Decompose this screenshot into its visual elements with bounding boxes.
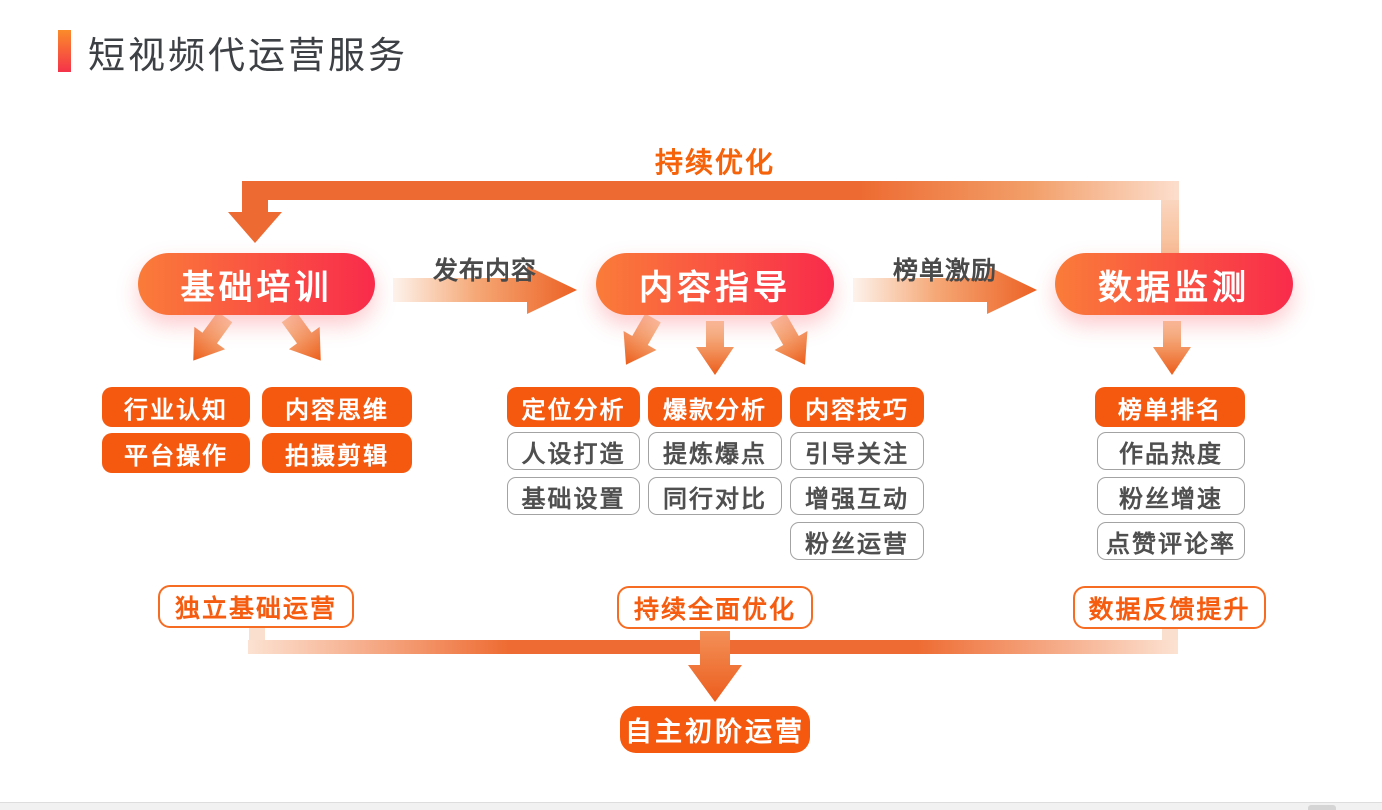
- horizontal-scrollbar-thumb[interactable]: [1308, 805, 1336, 810]
- content-col-head: 定位分析: [507, 387, 640, 427]
- training-item: 拍摄剪辑: [262, 433, 412, 473]
- monitor-item: 点赞评论率: [1097, 522, 1245, 560]
- content-item: 引导关注: [790, 432, 924, 470]
- branch-arrow-icon: [273, 305, 337, 372]
- feedback-loop-arrow: [228, 181, 1179, 253]
- content-item: 增强互动: [790, 477, 924, 515]
- monitor-item: 粉丝增速: [1097, 477, 1245, 515]
- branch-arrow-icon: [609, 308, 670, 375]
- stage-data-feedback: 数据反馈提升: [1073, 586, 1266, 629]
- content-col-head: 内容技巧: [790, 387, 924, 427]
- edge-label-ranking-incentive: 榜单激励: [892, 257, 997, 285]
- content-col-head: 爆款分析: [648, 387, 782, 427]
- final-node-self-operation: 自主初阶运营: [620, 706, 810, 753]
- training-item: 内容思维: [262, 387, 412, 427]
- loop-label: 持续优化: [654, 147, 775, 178]
- monitor-item: 作品热度: [1097, 432, 1245, 470]
- stage-independent-basic-ops: 独立基础运营: [158, 585, 354, 628]
- flow-arrow-publish: [393, 266, 577, 314]
- converge-connector: [248, 627, 1178, 702]
- edge-label-publish-content: 发布内容: [432, 257, 537, 285]
- horizontal-scrollbar-track[interactable]: [0, 802, 1382, 810]
- branch-arrow-icon: [696, 321, 734, 375]
- branch-arrow-icon: [761, 308, 822, 375]
- node-data-monitoring: 数据监测: [1055, 253, 1293, 315]
- content-item: 人设打造: [507, 432, 640, 470]
- content-item: 同行对比: [648, 477, 782, 515]
- title-accent-bar: [58, 30, 71, 72]
- node-basic-training: 基础培训: [138, 253, 375, 315]
- stage-continuous-optimization: 持续全面优化: [617, 586, 813, 629]
- content-item: 粉丝运营: [790, 522, 924, 560]
- branch-arrow-icon: [1153, 321, 1191, 375]
- node-content-guidance: 内容指导: [596, 253, 834, 315]
- content-item: 提炼爆点: [648, 432, 782, 470]
- training-item: 行业认知: [102, 387, 250, 427]
- flow-arrow-ranking: [853, 266, 1037, 314]
- monitor-head: 榜单排名: [1095, 387, 1245, 427]
- content-item: 基础设置: [507, 477, 640, 515]
- page-title: 短视频代运营服务: [88, 36, 408, 77]
- training-item: 平台操作: [102, 433, 250, 473]
- branch-arrow-icon: [177, 305, 241, 372]
